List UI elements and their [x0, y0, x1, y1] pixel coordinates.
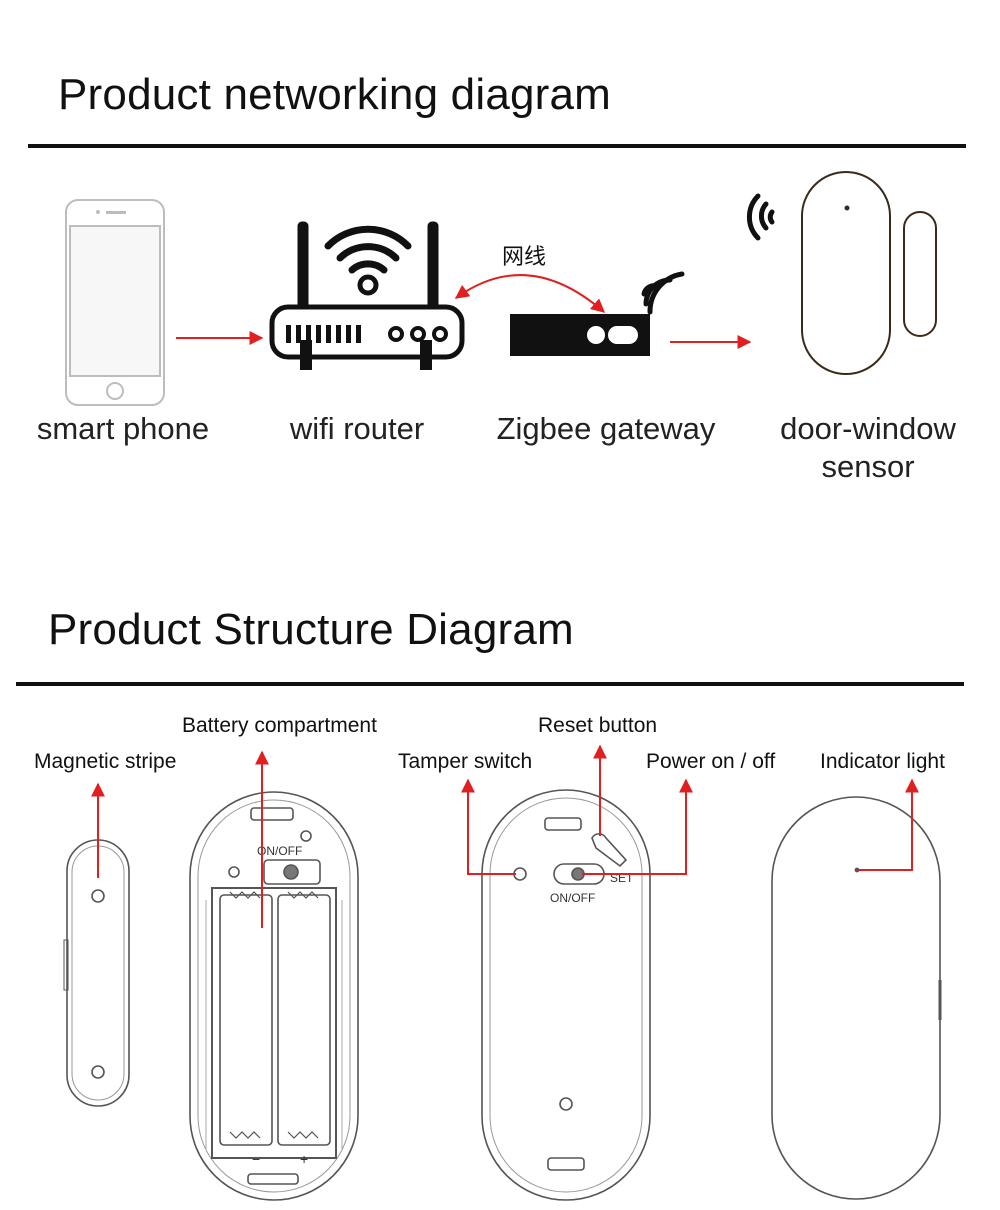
label-magnetic-stripe: Magnetic stripe [34, 750, 177, 773]
smartphone-icon [65, 199, 165, 406]
onoff-engraving-back: ON/OFF [550, 891, 595, 905]
tamper-switch-arrow [461, 778, 516, 875]
networking-title: Product networking diagram [58, 70, 612, 119]
label-power-switch: Power on / off [646, 750, 776, 773]
title-divider-top [28, 144, 966, 148]
device-label-router: wifi router [289, 411, 425, 446]
label-tamper-switch: Tamper switch [398, 750, 533, 773]
label-battery-compartment: Battery compartment [182, 714, 377, 737]
front-cover-part [771, 796, 942, 1200]
minus-engraving: − [252, 1151, 260, 1167]
indicator-light-arrow [858, 778, 919, 871]
title-divider-bottom [16, 682, 964, 686]
onoff-engraving-inside: ON/OFF [257, 844, 302, 858]
structure-title: Product Structure Diagram [48, 605, 574, 654]
cable-label: 网线 [502, 245, 546, 270]
device-label-smartphone: smart phone [36, 411, 210, 446]
device-label-gateway: Zigbee gateway [496, 411, 716, 446]
wifi-router-icon [269, 221, 465, 370]
back-cover-part [481, 789, 651, 1201]
device-label-sensor: door-window sensor [780, 411, 956, 484]
zigbee-gateway-icon [510, 271, 685, 356]
door-window-sensor-icon [746, 171, 937, 375]
label-indicator-light: Indicator light [820, 750, 945, 773]
battery-case-open [189, 791, 359, 1201]
plus-engraving: + [300, 1151, 308, 1167]
cable-connection-arrow [454, 274, 606, 313]
label-reset-button: Reset button [538, 714, 658, 737]
magnetic-stripe-part [63, 839, 130, 1107]
power-switch-arrow [582, 778, 693, 875]
